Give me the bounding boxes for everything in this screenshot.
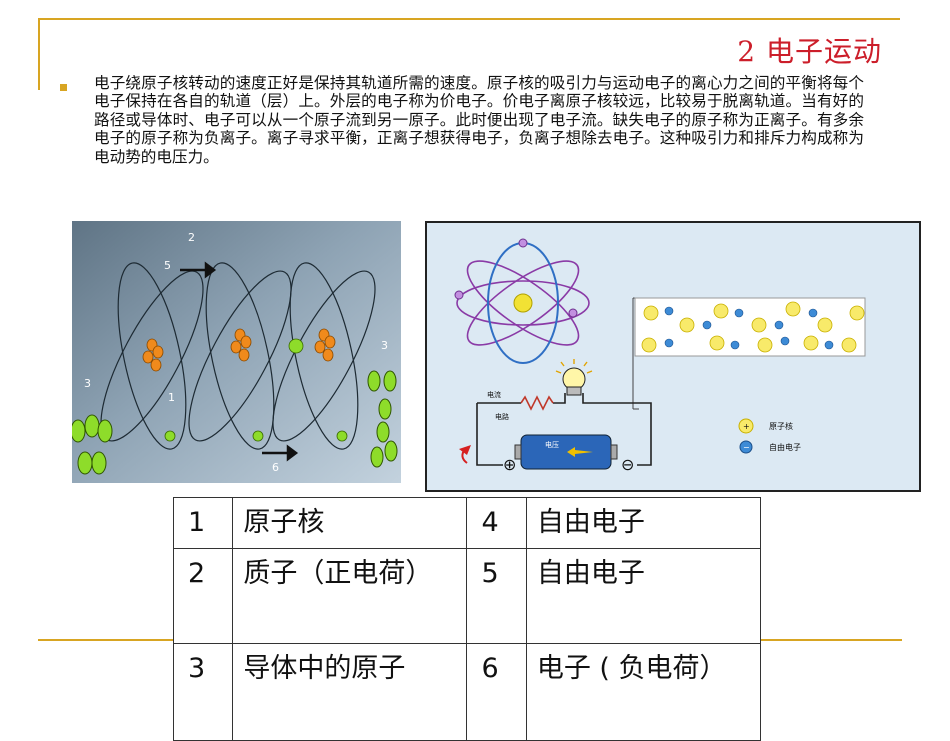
free-electrons-right — [367, 370, 398, 468]
nucleus-2 — [230, 328, 252, 362]
slide-title: 2 电子运动 — [737, 35, 882, 68]
table-row: 1 原子核 4 自由电子 — [172, 497, 762, 549]
nucleus-3 — [314, 328, 336, 362]
legend-table: 1 原子核 4 自由电子 2 质子（正电荷） 5 自由电子 3 导体中的原子 6… — [172, 497, 762, 741]
row1-label-b: 自由电子 — [525, 497, 762, 549]
label-5: 5 — [164, 259, 171, 272]
legend-symbol-minus: − — [743, 443, 750, 452]
row3-number-a: 3 — [172, 643, 234, 741]
row2-label-b: 自由电子 — [525, 548, 762, 644]
top-gold-rule — [38, 18, 900, 20]
circuit-wire — [476, 393, 652, 466]
label-wire: 电路 — [495, 412, 509, 421]
svg-text:⊖: ⊖ — [621, 455, 634, 474]
bulb-rays — [555, 359, 593, 374]
row1-number-a: 1 — [172, 497, 234, 549]
arrows — [180, 261, 299, 462]
orbit-illustration: 2 5 1 6 3 3 — [72, 221, 401, 483]
row1-label-a: 原子核 — [232, 497, 468, 549]
label-3a: 3 — [84, 377, 91, 390]
row1-number-b: 4 — [466, 497, 527, 549]
left-gold-rule — [38, 18, 40, 90]
row3-label-b: 电子 ( 负电荷） — [525, 643, 762, 741]
atom-nucleus — [513, 293, 533, 313]
label-2: 2 — [188, 231, 195, 244]
resistor — [520, 395, 554, 411]
tube-nuclei — [641, 301, 865, 353]
row2-label-a: 质子（正电荷） — [232, 548, 468, 644]
light-bulb — [562, 367, 586, 396]
label-current: 电流 — [487, 390, 501, 399]
orbit-electrons — [164, 338, 348, 442]
atom-2 — [188, 262, 292, 450]
table-row: 3 导体中的原子 6 电子 ( 负电荷） — [172, 643, 762, 741]
bullet-square-icon — [60, 84, 67, 91]
battery — [514, 434, 618, 470]
label-1: 1 — [168, 391, 175, 404]
free-electrons-left — [72, 414, 113, 475]
svg-text:⊕: ⊕ — [503, 455, 516, 474]
nucleus-1 — [142, 338, 164, 372]
label-voltage: 电压 — [545, 440, 559, 449]
legend-electron-label: 自由电子 — [769, 442, 801, 452]
tube-electrons — [664, 306, 834, 350]
legend-nucleus-label: 原子核 — [769, 421, 793, 431]
row3-number-b: 6 — [466, 643, 527, 741]
row3-label-a: 导体中的原子 — [232, 643, 468, 741]
label-6: 6 — [272, 461, 279, 474]
table-row: 2 质子（正电荷） 5 自由电子 — [172, 548, 762, 644]
row2-number-b: 5 — [466, 548, 527, 644]
row2-number-a: 2 — [172, 548, 234, 644]
circuit-illustration: ⊕ ⊖ 电流 电路 电压 + 原子核 − 自由电子 — [425, 221, 921, 492]
legend-symbol-plus: + — [743, 422, 750, 431]
atom-model — [456, 260, 590, 346]
body-paragraph: 电子绕原子核转动的速度正好是保持其轨道所需的速度。原子核的吸引力与运动电子的离心… — [94, 74, 864, 166]
label-3b: 3 — [381, 339, 388, 352]
figure-legend: + 原子核 − 自由电子 — [738, 418, 801, 454]
